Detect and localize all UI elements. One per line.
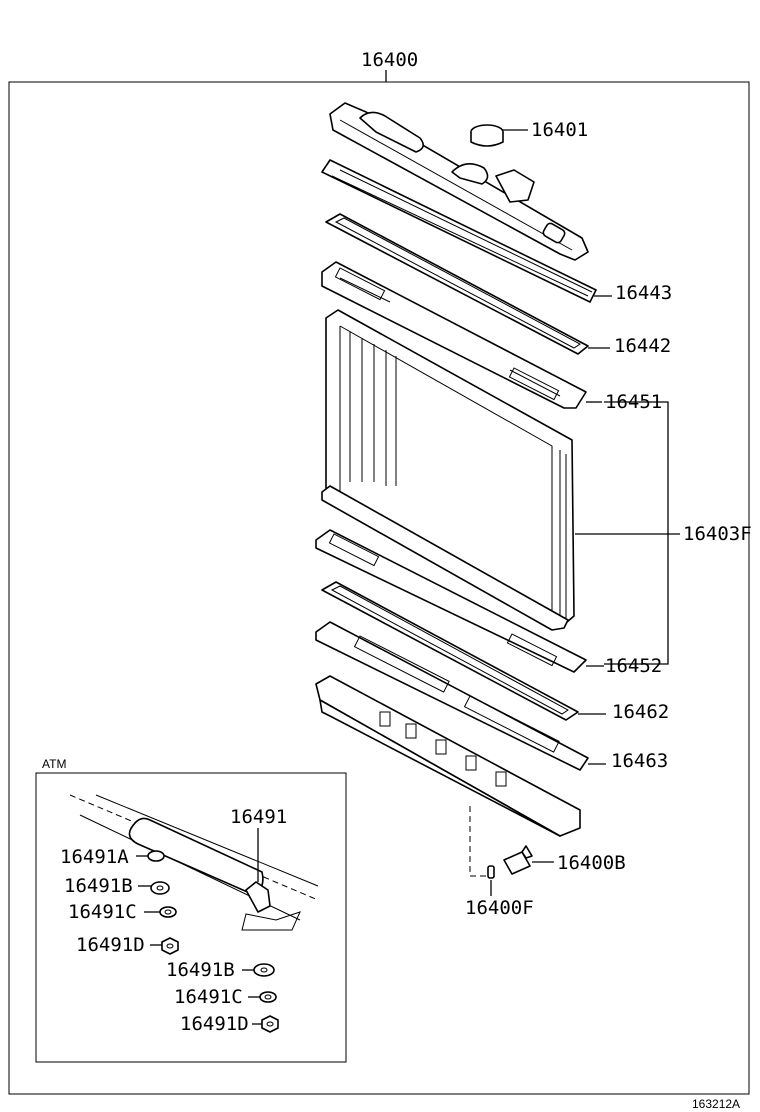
part-label-16400: 16400	[361, 49, 418, 71]
part-label-16401: 16401	[531, 119, 588, 141]
diagram-code: 163212A	[692, 1097, 740, 1111]
part-label-16462: 16462	[612, 701, 669, 723]
inset-title: ATM	[42, 757, 66, 771]
nut-16491D-2	[261, 1015, 279, 1033]
part-label-16452: 16452	[605, 655, 662, 677]
bracket-16403F	[604, 401, 669, 665]
part-label-16491B-2: 16491B	[166, 959, 235, 981]
nut-16491D-1	[161, 937, 179, 955]
lower-tank	[315, 675, 581, 837]
washer-16491B-2	[253, 963, 275, 977]
upper-tank	[329, 102, 589, 261]
part-label-16463: 16463	[611, 750, 668, 772]
part-label-16491D-1: 16491D	[76, 934, 145, 956]
part-label-16443: 16443	[615, 282, 672, 304]
lower-gasket	[321, 581, 579, 721]
part-label-16491: 16491	[230, 806, 287, 828]
part-label-16400F: 16400F	[465, 897, 534, 919]
washer-16491B-1	[150, 881, 170, 895]
part-label-16491D-2: 16491D	[180, 1013, 249, 1035]
upper-gasket	[325, 213, 589, 355]
lower-core-plate	[315, 529, 587, 673]
upper-core-plate	[321, 261, 587, 409]
drain-cock	[503, 845, 533, 875]
inset-frame	[35, 772, 347, 1063]
part-label-16403F: 16403F	[683, 523, 752, 545]
lower-seat-frame	[315, 621, 589, 771]
part-label-16400B: 16400B	[557, 852, 626, 874]
part-label-16442: 16442	[614, 335, 671, 357]
washer-16491C-2	[259, 991, 277, 1003]
part-label-16491A: 16491A	[60, 846, 129, 868]
part-label-16491B-1: 16491B	[64, 875, 133, 897]
drain-plug	[487, 865, 495, 879]
radiator-core	[321, 309, 575, 631]
washer-16491A	[147, 850, 165, 862]
part-label-16491C-1: 16491C	[68, 901, 137, 923]
radiator-cap	[470, 124, 504, 147]
part-label-16491C-2: 16491C	[174, 986, 243, 1008]
inset-cooler-assembly	[69, 794, 319, 931]
main-frame	[8, 81, 750, 1095]
washer-16491C-1	[159, 906, 177, 918]
upper-seat-frame	[321, 159, 597, 303]
